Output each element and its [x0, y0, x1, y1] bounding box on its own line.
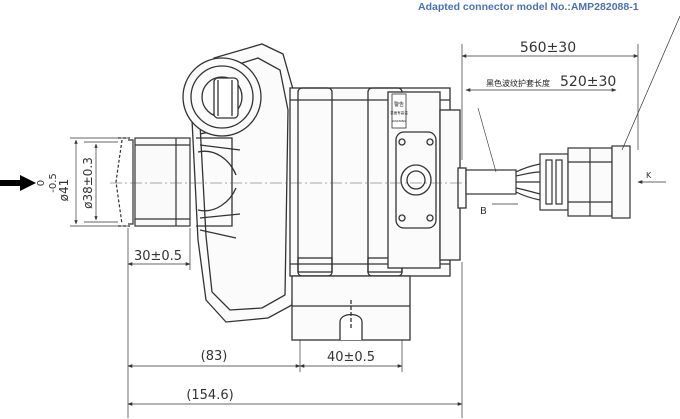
dim-cable-length: 560±30: [461, 40, 639, 160]
callout-b: B: [477, 107, 518, 217]
cable-sheath: [465, 163, 541, 201]
warning-label-line1: 警告: [394, 101, 404, 108]
dim-sheath-length: 黑色波纹护套长度 520±30: [465, 74, 617, 92]
dim-overall-length: (154.6): [127, 262, 463, 418]
warning-label-line2: 表面有高温: [390, 110, 408, 115]
connector-model-note: Adapted connector model No.:AMP282088-1: [418, 1, 639, 13]
dim-sheath-label: 黑色波纹护套长度: [486, 78, 550, 88]
controller-end-cap: [387, 91, 467, 269]
dim-outer-tol-bottom: -0.5: [48, 173, 59, 193]
dim-overall-length-text: (154.6): [186, 388, 233, 403]
warning-label-plate: 警告 表面有高温 WARNING: [390, 93, 408, 129]
callout-b-text: B: [480, 206, 487, 217]
connector-leader: [621, 15, 680, 151]
callout-k: K: [637, 171, 666, 184]
dim-outlet-offset: (83): [127, 349, 301, 368]
dim-outer-tol-top: 0: [36, 180, 47, 186]
dim-inlet-length: 30±0.5: [127, 228, 191, 418]
dim-mount-width: 40±0.5: [299, 340, 403, 372]
dim-cable-length-text: 560±30: [520, 40, 576, 56]
dim-inlet-length-text: 30±0.5: [134, 249, 182, 264]
mounting-foot: [291, 275, 411, 341]
inlet-flow-arrow: [0, 175, 36, 191]
dim-diameters: [70, 137, 130, 227]
dim-outer-dia: ø41: [57, 179, 71, 202]
outlet-port: [182, 57, 262, 137]
callout-k-text: K: [646, 171, 652, 180]
amp-connector: [539, 145, 631, 219]
inlet-pipe: [115, 137, 191, 227]
dim-outlet-offset-text: (83): [201, 349, 228, 364]
dim-mount-width-text: 40±0.5: [327, 350, 375, 365]
dim-inner-dia: ø38±0.3: [81, 157, 95, 209]
warning-label-line3: WARNING: [392, 119, 407, 123]
dim-sheath-length-text: 520±30: [560, 74, 616, 90]
